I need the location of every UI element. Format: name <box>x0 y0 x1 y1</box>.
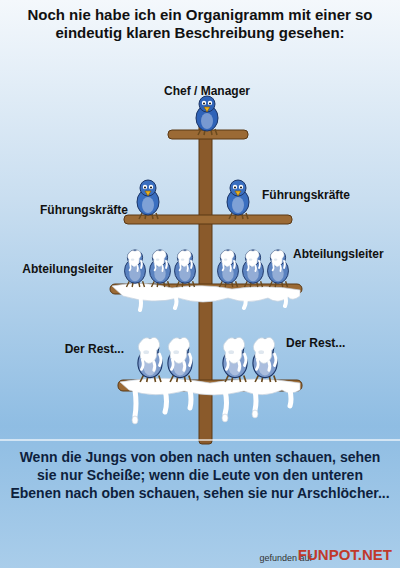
rank-label: Chef / Manager <box>164 84 250 98</box>
bird-splats <box>128 250 285 370</box>
birds <box>125 96 289 382</box>
pole <box>199 122 212 444</box>
rank-label-box: Der Rest... <box>65 342 124 356</box>
rank-label: Der Rest... <box>65 342 124 356</box>
rank-label-box: Chef / Manager <box>164 84 250 98</box>
watermark-box: FUNPOT.NET <box>298 546 392 563</box>
rank-label: Führungskräfte <box>262 188 350 202</box>
watermark: FUNPOT.NET <box>298 546 392 563</box>
rank-label-box: Der Rest... <box>286 336 345 350</box>
rank-label: Führungskräfte <box>40 203 128 217</box>
rank-label: Der Rest... <box>286 336 345 350</box>
rank-label-box: Abteilungsleiter <box>293 247 384 261</box>
title: Noch nie habe ich ein Organigramm mit ei… <box>16 6 384 42</box>
branches <box>110 130 302 391</box>
caption-box: Wenn die Jungs von oben nach unten schau… <box>10 448 390 503</box>
rank-label-box: Führungskräfte <box>40 203 128 217</box>
droppings <box>112 283 300 424</box>
rank-label-box: Führungskräfte <box>262 188 350 202</box>
rank-label: Abteilungsleiter <box>22 262 113 276</box>
divider <box>0 439 400 441</box>
caption: Wenn die Jungs von oben nach unten schau… <box>10 448 390 503</box>
rank-label: Abteilungsleiter <box>293 247 384 261</box>
rank-label-box: Abteilungsleiter <box>22 262 113 276</box>
title-box: Noch nie habe ich ein Organigramm mit ei… <box>16 6 384 42</box>
